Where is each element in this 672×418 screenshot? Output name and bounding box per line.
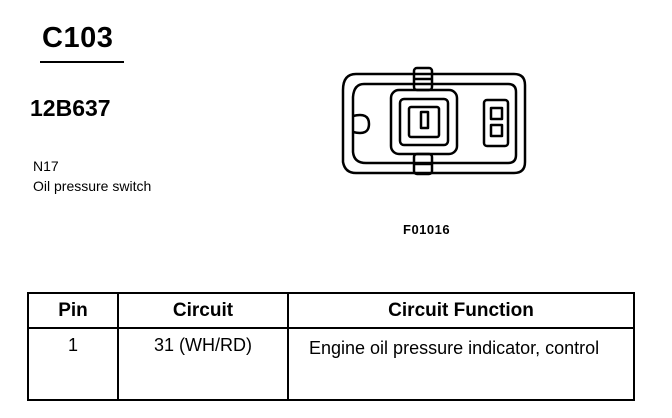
column-header-circuit-function: Circuit Function xyxy=(287,292,635,329)
lock-right xyxy=(482,98,510,148)
table-row: 1 31 (WH/RD) Engine oil pressure indicat… xyxy=(27,327,635,401)
terminal-cavity-inner xyxy=(398,97,450,147)
component-name: Oil pressure switch xyxy=(33,178,152,194)
circuit-cell: 31 (WH/RD) xyxy=(117,327,289,401)
connector-id-underline xyxy=(40,61,124,63)
part-number: 12B637 xyxy=(30,95,111,121)
column-header-pin: Pin xyxy=(27,292,119,329)
pin-table: Pin Circuit Circuit Function 1 31 (WH/RD… xyxy=(27,292,635,401)
connector-face-drawing xyxy=(341,66,527,176)
connector-inner-outline xyxy=(351,82,518,165)
connector-id: C103 xyxy=(42,22,114,54)
terminal-cavity-core xyxy=(407,105,441,139)
figure-id: F01016 xyxy=(403,222,451,237)
connector-housing-outline xyxy=(341,72,527,175)
column-header-circuit: Circuit xyxy=(117,292,289,329)
pin-table-header-row: Pin Circuit Circuit Function xyxy=(27,292,635,329)
component-code: N17 xyxy=(33,158,59,174)
circuit-function-cell: Engine oil pressure indicator, control xyxy=(287,327,635,401)
pin-1 xyxy=(419,110,430,130)
connector-latch-left xyxy=(352,113,371,135)
pin-cell: 1 xyxy=(27,327,119,401)
